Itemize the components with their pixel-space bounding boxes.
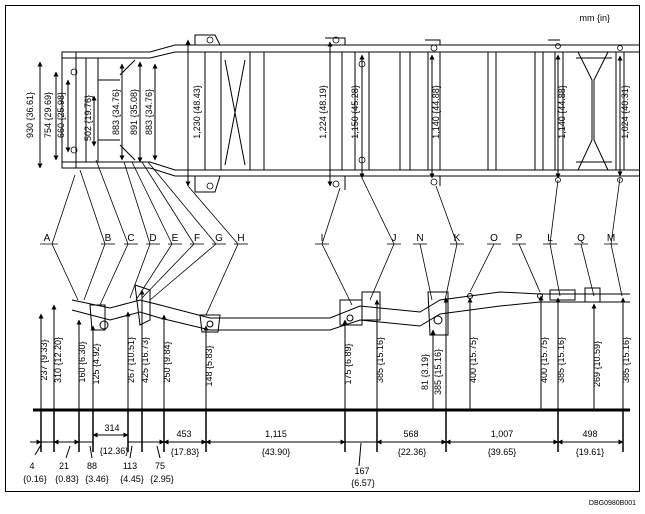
label-f: F xyxy=(194,233,200,244)
leader-lines xyxy=(40,159,623,316)
label-a: A xyxy=(44,233,51,244)
label-m: M xyxy=(607,233,615,244)
dim-h-148: 148 {5.83} xyxy=(204,345,214,386)
dim-h-81: 81 {3.19} xyxy=(420,354,430,390)
dim-b-4: 4 xyxy=(29,461,34,471)
spacing-arrows xyxy=(30,432,624,467)
dim-b-75: 75 xyxy=(155,461,165,471)
dim-h-385b: 385 {15.16} xyxy=(433,349,443,395)
height-dimension-lines xyxy=(38,289,626,410)
label-p: P xyxy=(516,233,523,244)
dim-s-498-in: {19.61} xyxy=(576,447,605,457)
top-dimension-lines xyxy=(37,39,623,187)
diagram-border xyxy=(5,5,640,492)
dim-s-453: 453 xyxy=(176,429,191,439)
dim-h-385c: 385 {15.16} xyxy=(556,337,566,383)
label-n: N xyxy=(416,233,423,244)
dim-b-113-in: {4.45} xyxy=(120,474,144,484)
dim-b-21: 21 xyxy=(59,461,69,471)
label-e: E xyxy=(172,233,179,244)
dim-top-883b: 883 {34.76} xyxy=(144,89,154,135)
dim-h-310: 310 {12.20} xyxy=(53,337,63,383)
dim-b-88: 88 xyxy=(87,461,97,471)
dim-b-75-in: {2.95} xyxy=(150,474,174,484)
dim-top-1150: 1,150 {45.28} xyxy=(350,85,360,139)
label-k: K xyxy=(454,233,461,244)
unit-label: mm {in} xyxy=(579,13,610,23)
dim-h-385a: 385 {15.16} xyxy=(375,337,385,383)
figure-code: DBG0980B001 xyxy=(589,500,636,507)
dim-h-160: 160 {6.30} xyxy=(77,341,87,382)
spacing-ticks xyxy=(40,410,624,452)
dim-b-4-in: {0.16} xyxy=(23,474,47,484)
dim-s-314: 314 xyxy=(104,423,119,433)
dim-b-21-in: {0.83} xyxy=(55,474,79,484)
dim-h-125: 125 {4.92} xyxy=(91,343,101,384)
dim-s-1115-in: {43.90} xyxy=(262,447,291,457)
dim-h-237: 237 {9.33} xyxy=(39,339,49,380)
dim-s-453-in: {17.83} xyxy=(171,447,200,457)
dim-s-498: 498 xyxy=(582,429,597,439)
dim-top-754: 754 {29.69} xyxy=(43,92,53,138)
dim-top-883a: 883 {34.76} xyxy=(111,89,121,135)
label-o: O xyxy=(490,233,498,244)
dim-s-568: 568 xyxy=(403,429,418,439)
dim-top-1024: 1,024 {40.31} xyxy=(620,85,630,139)
label-d: D xyxy=(149,233,156,244)
dim-h-400b: 400 {15.75} xyxy=(539,337,549,383)
dim-top-502: 502 {19.76} xyxy=(83,95,93,141)
dim-s-568-in: {22.36} xyxy=(398,447,427,457)
dim-top-1230: 1,230 {48.43} xyxy=(192,85,202,139)
frame-side-view xyxy=(71,284,630,336)
spacing-labels: 314 {12.36} 453 {17.83} 1,115 {43.90} 56… xyxy=(100,423,605,457)
bottom-dimension-labels: 4 {0.16} 21 {0.83} 88 {3.46} 113 {4.45} … xyxy=(23,461,375,488)
dim-s-1007-in: {39.65} xyxy=(488,447,517,457)
dim-top-891: 891 {35.08} xyxy=(129,89,139,135)
label-l: L xyxy=(547,233,553,244)
dim-s-1007: 1,007 xyxy=(491,429,514,439)
label-g: G xyxy=(215,233,223,244)
dim-h-425: 425 {16.73} xyxy=(140,337,150,383)
label-c: C xyxy=(127,233,134,244)
dim-top-1140a: 1,140 {44.88} xyxy=(431,85,441,139)
dim-b-113: 113 xyxy=(123,461,137,471)
dim-h-175: 175 {6.89} xyxy=(343,343,353,384)
top-dimension-labels: 930 {36.61} 754 {29.69} 660 {25.98} 502 … xyxy=(25,85,630,141)
dim-h-400a: 400 {15.75} xyxy=(468,337,478,383)
dim-top-1224: 1,224 {48.19} xyxy=(318,85,328,139)
label-b: B xyxy=(105,233,112,244)
label-q: Q xyxy=(577,233,585,244)
dim-s-314-in: {12.36} xyxy=(100,446,129,456)
dim-h-250: 250 {9.84} xyxy=(162,341,172,382)
dim-h-385d: 385 {15.16} xyxy=(621,337,631,383)
dim-s-1115: 1,115 xyxy=(265,429,287,439)
dim-b-88-in: {3.46} xyxy=(85,474,109,484)
label-i: I xyxy=(321,233,324,244)
dim-h-269: 269 {10.59} xyxy=(592,341,602,387)
dim-b-167: 167 xyxy=(354,466,369,476)
dim-top-660: 660 {25.98} xyxy=(56,92,66,138)
dim-b-167-in: {6.57} xyxy=(351,478,375,488)
dim-top-930: 930 {36.61} xyxy=(25,92,35,138)
label-h: H xyxy=(237,233,244,244)
dim-top-1140b: 1,140 {44.88} xyxy=(557,85,567,139)
dim-h-267: 267 {10.51} xyxy=(126,337,136,383)
height-dimension-labels: 237 {9.33} 310 {12.20} 160 {6.30} 125 {4… xyxy=(39,337,631,395)
label-j: J xyxy=(392,233,397,244)
letter-labels: A B C D E F G H I J N K O P L Q M xyxy=(44,233,616,244)
